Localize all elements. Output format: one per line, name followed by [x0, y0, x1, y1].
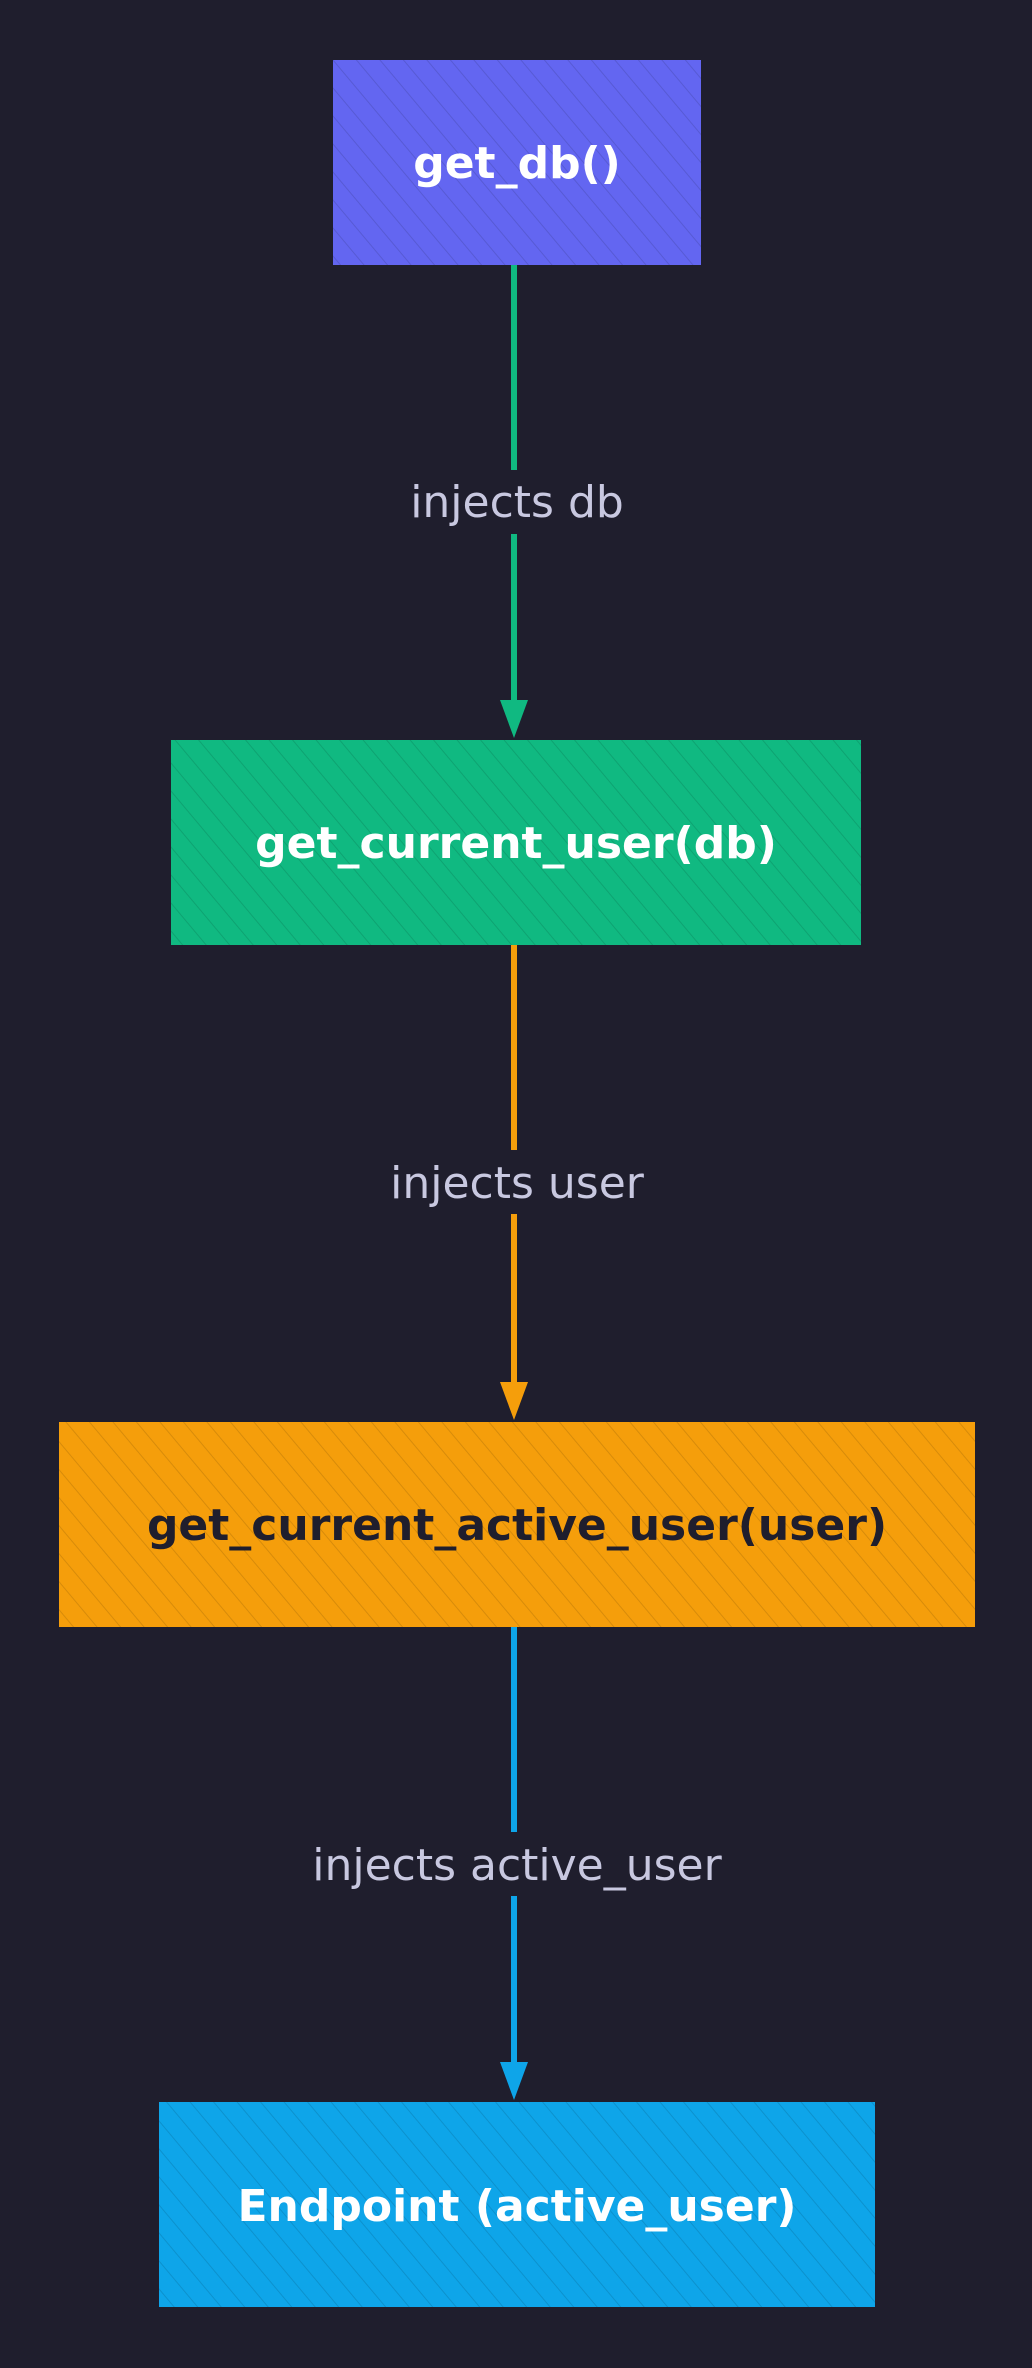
- node-hatch: [333, 60, 701, 265]
- edge-label-bg: [380, 470, 648, 534]
- edge-db: injects db: [380, 265, 648, 738]
- node-endpoint[interactable]: Endpoint (active_user): [159, 2102, 875, 2307]
- edge-active-user: injects active_user: [262, 1627, 766, 2100]
- arrowhead-icon: [500, 700, 528, 738]
- arrowhead-icon: [500, 2062, 528, 2100]
- node-get-db[interactable]: get_db(): [333, 60, 701, 265]
- edge-label-bg: [356, 1150, 672, 1214]
- arrowhead-icon: [500, 1382, 528, 1420]
- node-get-current-active-user[interactable]: get_current_active_user(user): [59, 1422, 975, 1627]
- node-hatch: [59, 1422, 975, 1627]
- node-label: get_db(): [413, 138, 621, 189]
- node-hatch: [159, 2102, 875, 2307]
- edge-label-injects-db: injects db: [410, 477, 624, 528]
- node-hatch: [171, 740, 861, 945]
- node-label: Endpoint (active_user): [237, 2181, 796, 2232]
- edge-label-bg: [262, 1832, 766, 1896]
- edge-label-injects-user: injects user: [390, 1158, 645, 1209]
- node-label: get_current_active_user(user): [147, 1500, 887, 1551]
- node-label: get_current_user(db): [255, 818, 777, 869]
- edge-user: injects user: [356, 945, 672, 1420]
- node-get-current-user[interactable]: get_current_user(db): [171, 740, 861, 945]
- edge-label-injects-active-user: injects active_user: [312, 1840, 722, 1891]
